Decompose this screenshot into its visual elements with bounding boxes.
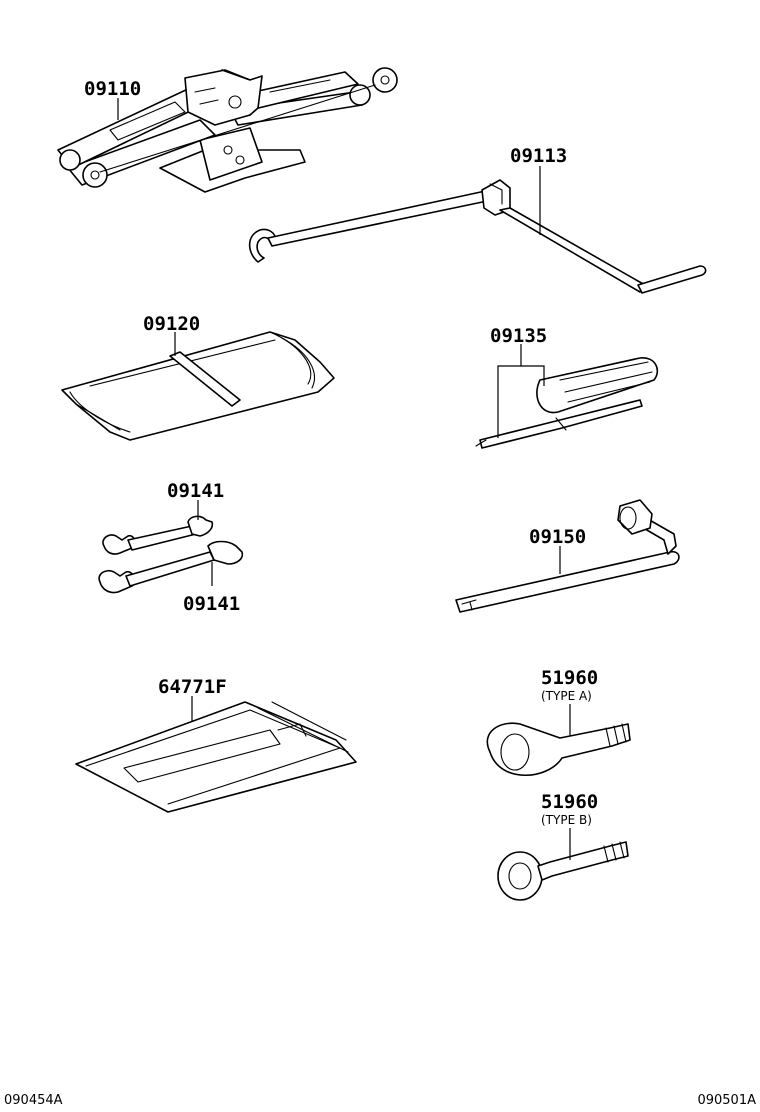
footer-code-left: 090454A	[4, 1093, 63, 1108]
part-number-09113: 09113	[510, 145, 567, 167]
part-number-64771F: 64771F	[158, 676, 227, 698]
leader-line-09135	[497, 344, 545, 438]
part-number-51960-type-b: 51960	[541, 791, 598, 813]
part-number-09135: 09135	[490, 325, 547, 347]
scissor-jack-illustration	[57, 67, 398, 193]
screwdriver-illustration	[475, 357, 659, 449]
part-number-51960-type-a: 51960	[541, 667, 598, 689]
footer-code-right: 090501A	[697, 1093, 756, 1108]
tool-tray-mat-illustration	[75, 701, 357, 813]
variant-label-type-b: (TYPE B)	[541, 813, 592, 827]
part-number-09110: 09110	[84, 78, 141, 100]
part-number-09141-lower: 09141	[183, 593, 240, 615]
part-number-09141-upper: 09141	[167, 480, 224, 502]
wrench-lower-illustration	[98, 540, 244, 594]
towing-eye-type-a-illustration	[486, 722, 631, 776]
wheel-nut-wrench-illustration	[455, 499, 680, 613]
part-number-09150: 09150	[529, 526, 586, 548]
part-number-09120: 09120	[143, 313, 200, 335]
tool-bag-illustration	[61, 331, 335, 441]
variant-label-type-a: (TYPE A)	[541, 689, 592, 703]
jack-handle-illustration	[248, 179, 707, 294]
wrench-upper-illustration	[102, 515, 214, 555]
towing-eye-type-b-illustration	[497, 841, 629, 901]
